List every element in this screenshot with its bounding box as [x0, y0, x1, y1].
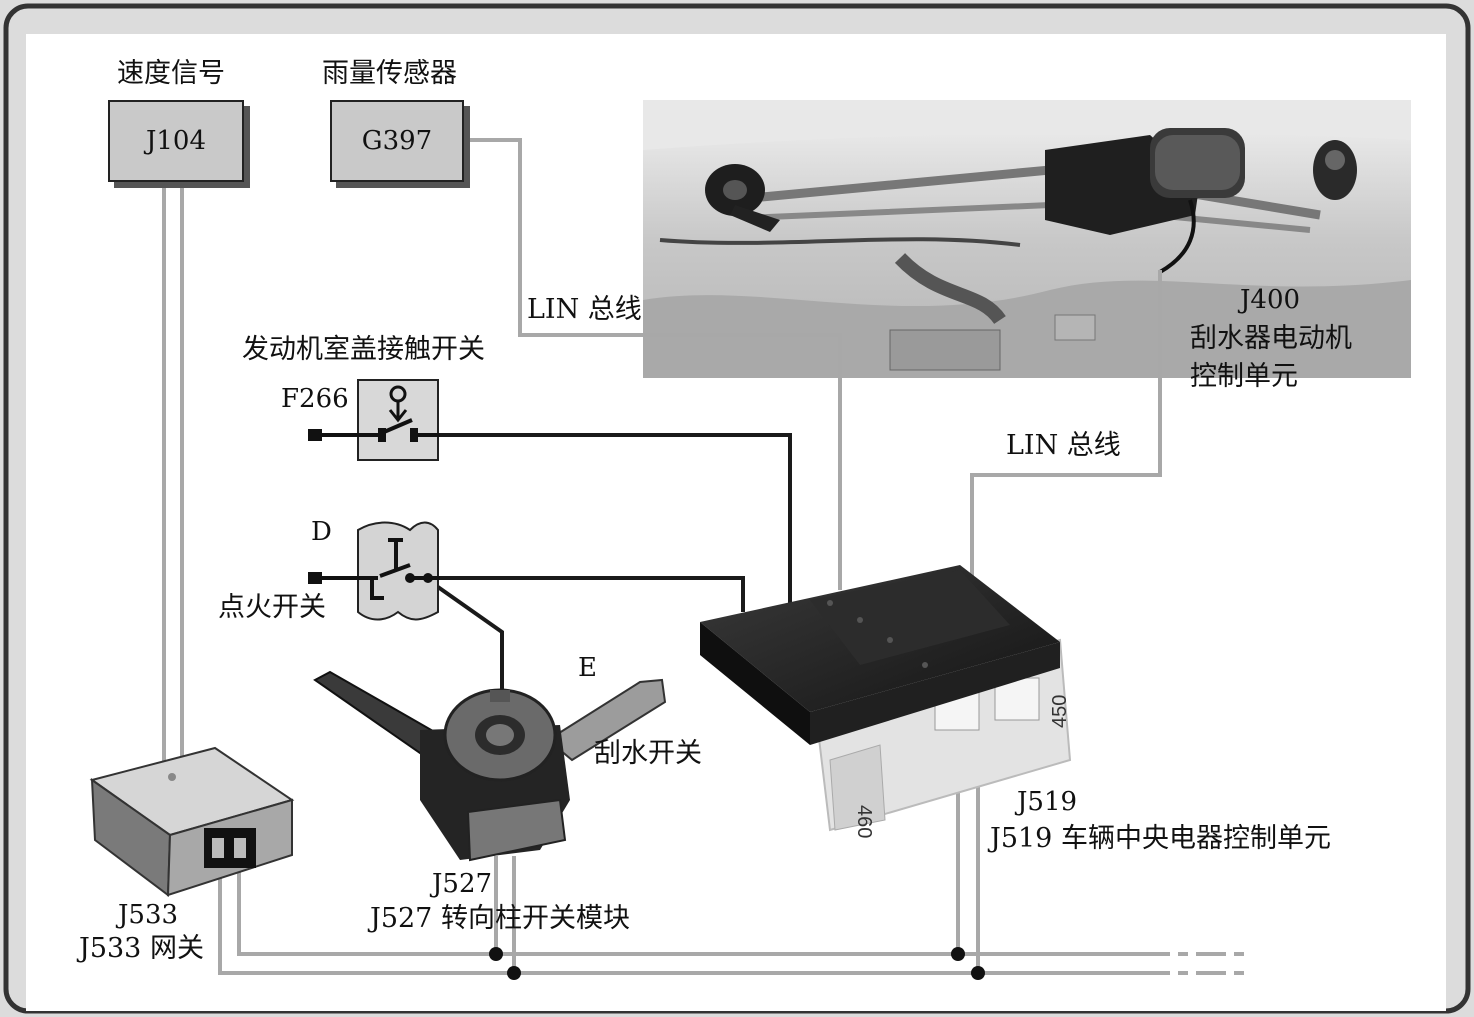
j104-box: J104: [108, 100, 244, 182]
rain-sensor-title: 雨量传感器: [322, 58, 457, 89]
bus-junctions: [489, 947, 985, 980]
gray-wiring: [162, 138, 1162, 975]
j527-code: J527: [432, 869, 493, 899]
g397-box: G397: [330, 100, 464, 182]
j533-code: J533: [118, 900, 179, 930]
bus-continuation: [1140, 952, 1245, 975]
wiper-switch-code: E: [578, 653, 597, 683]
relay-label-right: 450: [1049, 695, 1071, 728]
j533-name: J533 网关: [79, 933, 204, 964]
hood-switch-symbol: [308, 379, 440, 461]
j527-name: J527 转向柱开关模块: [370, 903, 630, 934]
j519-code: J519: [1017, 787, 1078, 817]
wiper-switch-label: 刮水开关: [594, 738, 702, 769]
ignition-switch-label: 点火开关: [218, 592, 326, 623]
j400-name-line1: 刮水器电动机: [1190, 323, 1352, 354]
steering-column-switch: [313, 670, 667, 862]
ignition-code: D: [311, 517, 332, 547]
j400-code: J400: [1240, 285, 1301, 315]
gateway-illustration: [89, 746, 295, 897]
j400-name-line2: 控制单元: [1190, 361, 1298, 392]
j519-name: J519 车辆中央电器控制单元: [990, 823, 1331, 854]
lin-bus-label-lower: LIN 总线: [1006, 430, 1121, 461]
lin-bus-label-upper: LIN 总线: [527, 294, 642, 325]
wiper-linkage-photo: [643, 100, 1411, 378]
ignition-switch-symbol: [308, 521, 440, 621]
central-control-unit-illustration: [700, 565, 1072, 832]
f266-code: F266: [281, 384, 349, 414]
speed-signal-title: 速度信号: [117, 58, 225, 89]
relay-label-left: 460: [853, 805, 875, 838]
dark-wiring: [426, 433, 792, 692]
hood-switch-title: 发动机室盖接触开关: [242, 334, 485, 365]
